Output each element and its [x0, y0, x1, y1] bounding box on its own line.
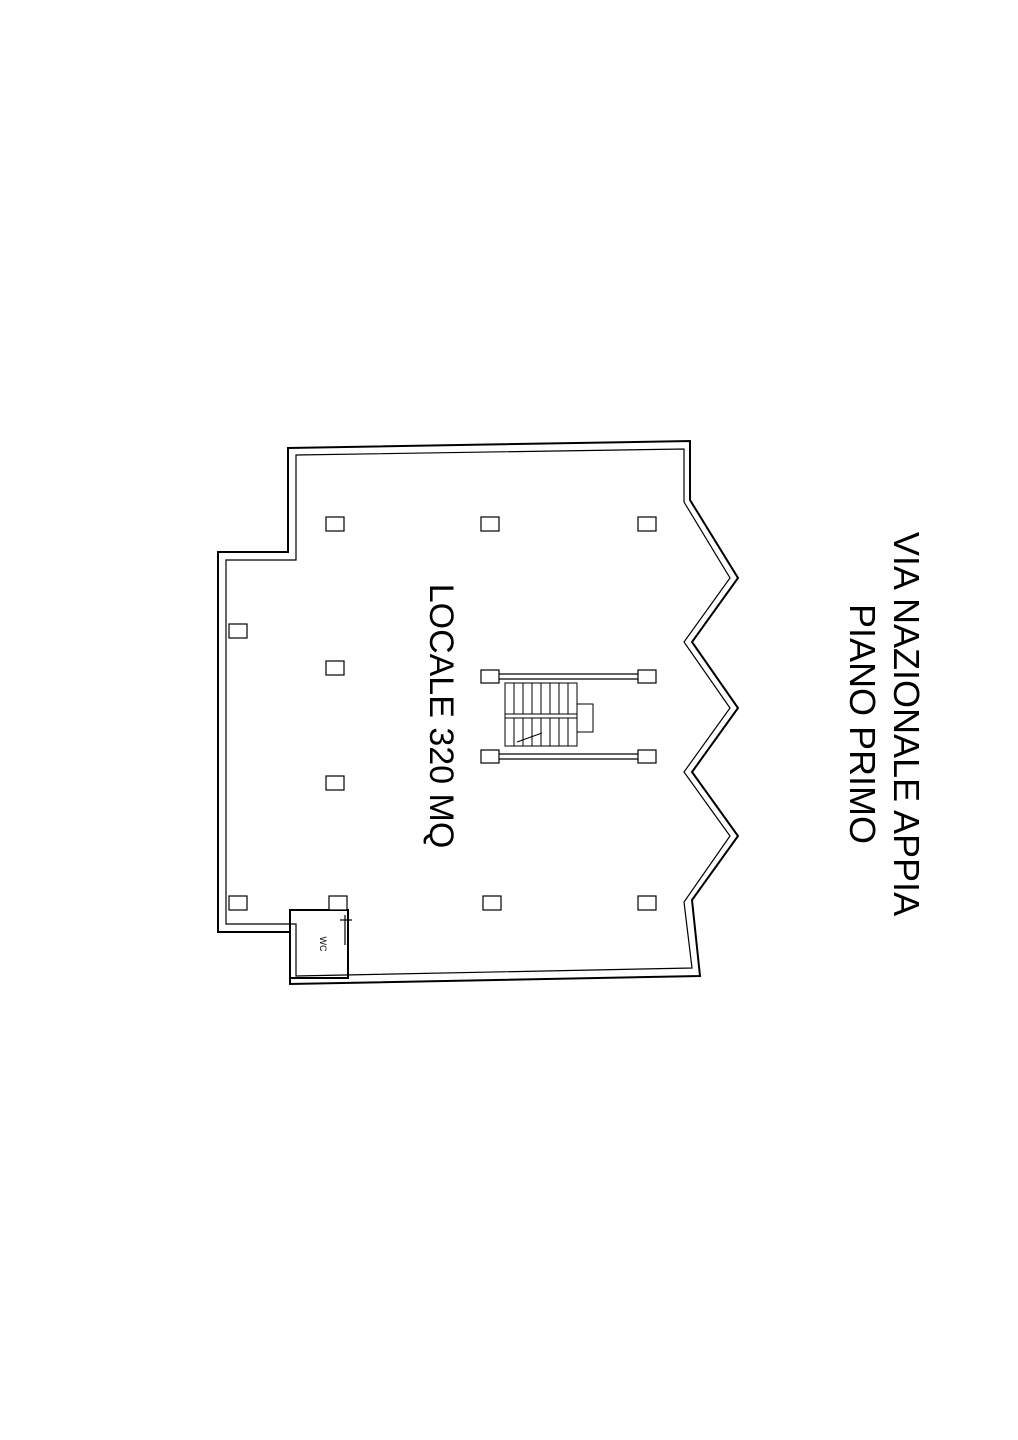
- pillar: [637, 516, 657, 532]
- staircase: [480, 669, 657, 764]
- pillar: [325, 660, 345, 676]
- stair-arrow: [516, 732, 543, 743]
- floor-title: PIANO PRIMO: [842, 604, 883, 844]
- pillar: [328, 895, 348, 911]
- pillar: [480, 516, 500, 532]
- pillar: [637, 895, 657, 911]
- wc-room: WC: [289, 909, 352, 979]
- pillars: [228, 516, 657, 911]
- title-block: VIA NAZIONALE APPIA PIANO PRIMO: [842, 532, 927, 916]
- pillar: [325, 775, 345, 791]
- stair-pillar: [637, 749, 657, 764]
- pillar: [228, 895, 248, 911]
- street-title: VIA NAZIONALE APPIA: [886, 532, 927, 916]
- pillar: [482, 895, 502, 911]
- pillar: [325, 516, 345, 532]
- room-label: LOCALE 320 MQ: [422, 584, 460, 849]
- stair-pillar: [480, 749, 500, 764]
- stair-pillar: [480, 669, 500, 684]
- stair-pillar: [637, 669, 657, 684]
- outer-wall: [217, 439, 740, 986]
- pillar: [228, 623, 248, 639]
- wc-label: WC: [318, 937, 328, 952]
